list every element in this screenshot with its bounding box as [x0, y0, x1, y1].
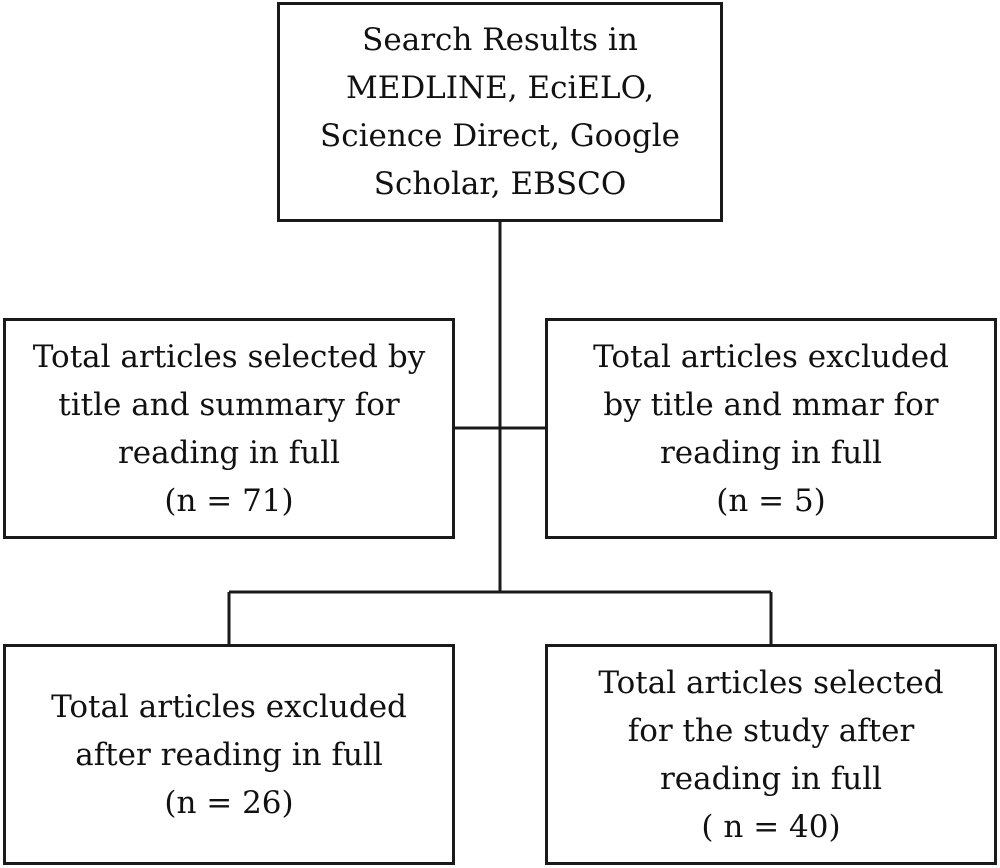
search-results-line-4: Scholar, EBSCO: [373, 166, 627, 202]
selected-by-title-count: (n = 71): [164, 482, 294, 519]
search-results-line-1: Search Results in: [362, 22, 638, 58]
excluded-after-reading-line-2: after reading in full: [75, 736, 383, 773]
excluded-after-full-reading-box: Total articles excluded after reading in…: [3, 644, 455, 865]
selected-for-study-line-2: for the study after: [627, 712, 915, 749]
excluded-by-title-line-1: Total articles excluded: [593, 338, 949, 375]
excluded-by-title-box: Total articles excluded by title and mma…: [545, 318, 997, 539]
excluded-after-reading-count: (n = 26): [164, 784, 294, 821]
excluded-by-title-count: (n = 5): [716, 482, 826, 519]
selected-for-study-line-3: reading in full: [659, 760, 883, 797]
excluded-after-reading-line-1: Total articles excluded: [51, 688, 407, 725]
selected-by-title-line-2: title and summary for: [58, 386, 400, 423]
selected-by-title-line-3: reading in full: [117, 434, 341, 471]
selected-for-study-box: Total articles selected for the study af…: [545, 644, 997, 865]
search-results-box: Search Results in MEDLINE, EciELO, Scien…: [277, 2, 723, 222]
search-results-line-3: Science Direct, Google: [319, 118, 681, 154]
selected-for-study-count: ( n = 40): [701, 808, 841, 845]
excluded-by-title-line-2: by title and mmar for: [603, 386, 939, 423]
selected-for-study-line-1: Total articles selected: [598, 664, 944, 701]
search-results-line-2: MEDLINE, EciELO,: [345, 70, 655, 106]
selected-by-title-summary-box: Total articles selected by title and sum…: [3, 318, 455, 539]
excluded-by-title-line-3: reading in full: [659, 434, 883, 471]
selected-by-title-line-1: Total articles selected by: [32, 338, 426, 375]
